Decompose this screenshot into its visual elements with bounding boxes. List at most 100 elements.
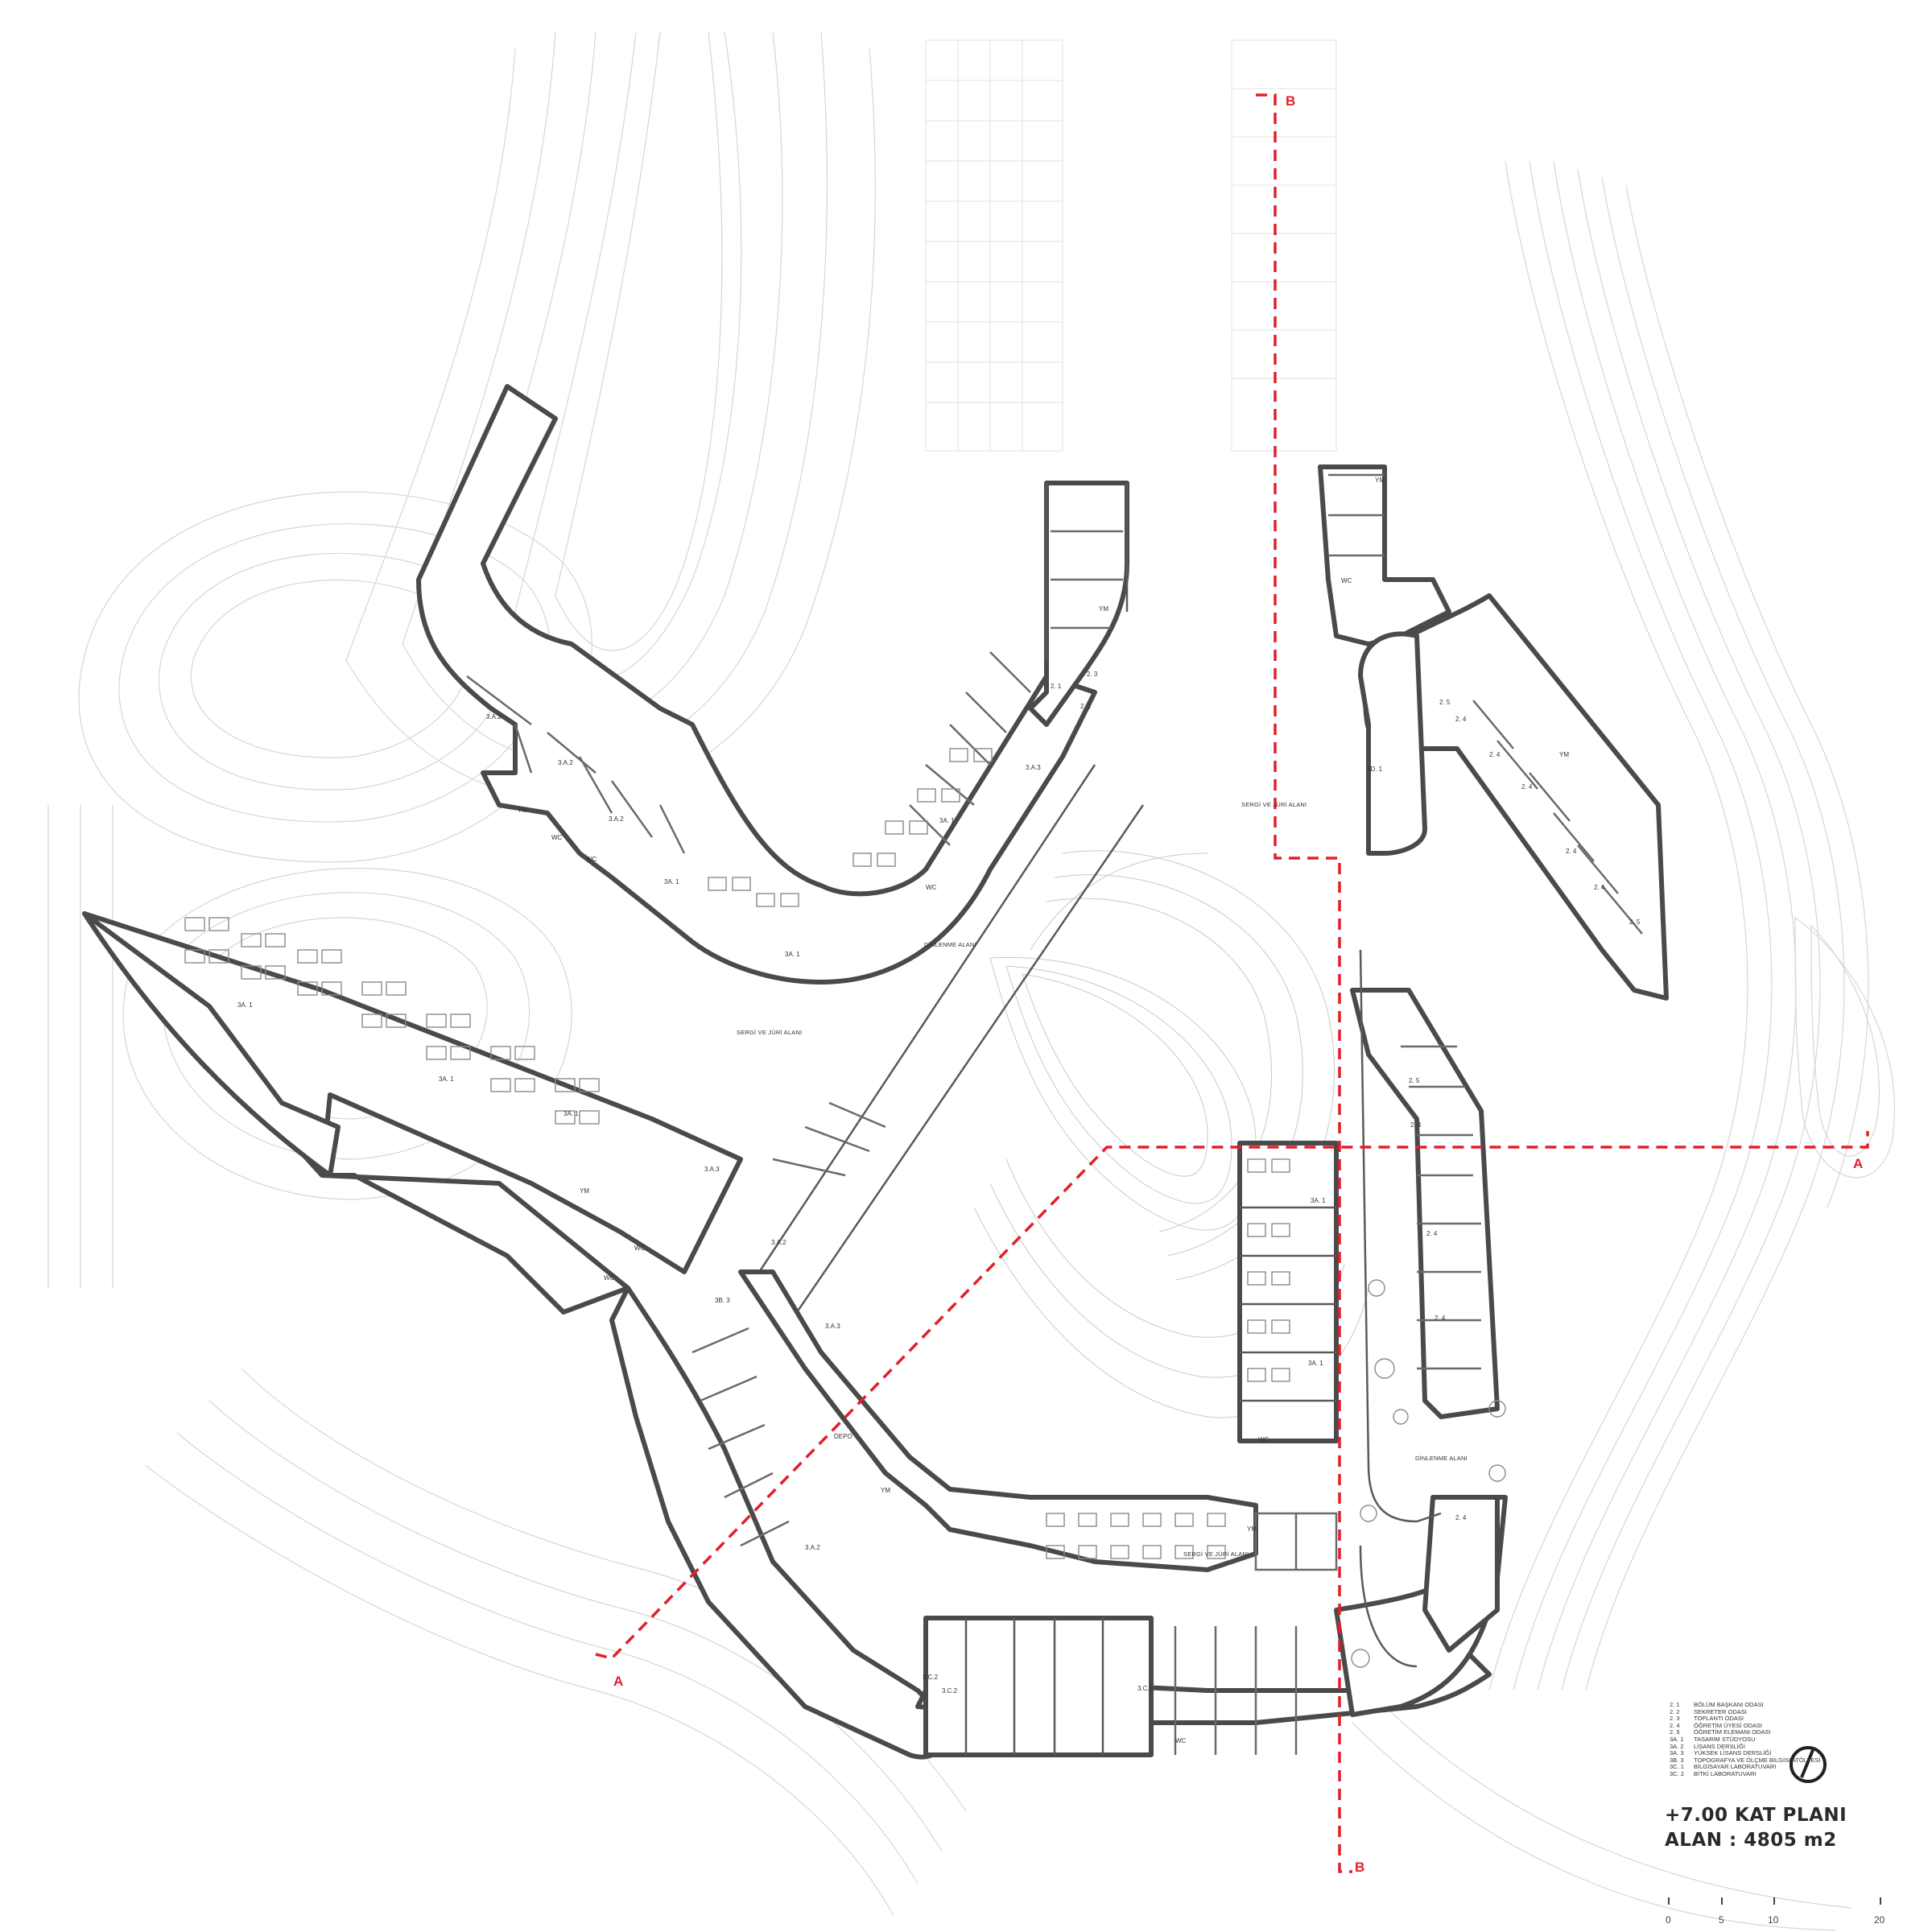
area-label: SERGİ VE JÜRİ ALANI [1183,1550,1249,1558]
room-label: 3.A.2 [609,815,624,823]
legend-row: 3B. 3 TOPOGRAFYA VE ÖLÇME BİLGİSİ ATÖLYES… [1670,1757,1863,1765]
legend-text: BÖLÜM BAŞKANI ODASI [1694,1701,1764,1708]
legend-text: TOPLANTI ODASI [1694,1715,1744,1723]
legend-code: 3C. 1 [1670,1763,1684,1771]
room-label: 2. 1 [1051,683,1062,690]
room-label: 2. 5 [1439,699,1451,706]
lift-label: YM [1099,605,1108,613]
scale-bar [1668,1897,1881,1905]
plan-title: +7.00 KAT PLANI ALAN : 4805 m2 [1665,1803,1847,1853]
north-arrow-icon [1790,1746,1827,1783]
room-label: 2. 5 [1409,1077,1420,1084]
room-label: 3A. 1 [1311,1197,1326,1204]
legend-text: BİLGİSAYAR LABORATUVARI [1694,1763,1777,1771]
terrain-contours [47,31,1896,1931]
legend-row: 2. 3 TOPLANTI ODASI [1670,1715,1863,1723]
legend-code: 3A. 1 [1670,1735,1684,1743]
room-label: 2. 4 [1594,884,1605,891]
room-label: 3.C.1 [1137,1685,1154,1692]
legend-row: 3C. 1 BİLGİSAYAR LABORATUVARI [1670,1764,1863,1771]
legend-code: 2. 2 [1670,1707,1680,1715]
room-label: 2. 4 [1566,848,1577,855]
legend-text: BİTKİ LABORATUVARI [1694,1769,1757,1777]
legend-code: 3C. 2 [1670,1769,1684,1777]
section-lines: B B A A [595,93,1869,1875]
legend: 2. 1 BÖLÜM BAŞKANI ODASI 2. 2 SEKRETER ODAS… [1670,1701,1863,1778]
wc-label: WC [1175,1737,1187,1744]
lift-label: YM [1559,751,1569,758]
room-label: 2. 4 [1489,751,1501,758]
section-a-left-label: A [613,1674,623,1689]
legend-code: 2. 3 [1670,1715,1680,1723]
room-label: 3A. 1 [939,817,955,824]
room-label: 3A. 1 [237,1001,253,1009]
wc-label: WC [551,834,563,841]
interior-partitions [466,473,1643,1755]
legend-text: LİSANS DERSLİĞİ [1694,1742,1745,1750]
room-label: 2. 4 [1455,716,1467,723]
legend-code: 2. 1 [1670,1701,1680,1708]
legend-code: 3B. 3 [1670,1756,1684,1764]
area-label: DİNLENME ALANI [924,941,976,948]
scale-label-5: 5 [1719,1914,1724,1926]
room-label: 3.A.3 [704,1166,720,1173]
section-b-bottom-label: B [1355,1860,1364,1875]
wc-label: WC [634,1245,646,1252]
room-label: 3.A.2 [771,1239,786,1246]
legend-code: 2. 5 [1670,1728,1680,1736]
legend-code: 3A. 3 [1670,1749,1684,1757]
room-label: 3D. 1 [1367,766,1383,773]
room-label: 3.A.2 [805,1544,820,1551]
section-a-line [595,1131,1869,1660]
wc-label: WC [926,884,937,891]
room-label: 3.A.2 [486,713,502,720]
legend-row: 2. 1 BÖLÜM BAŞKANI ODASI [1670,1701,1863,1709]
room-label: 2. 4 [1435,1315,1446,1322]
room-label: 2. 4 [1455,1514,1467,1521]
room-label: 3A. 1 [664,878,679,886]
legend-text: TOPOGRAFYA VE ÖLÇME BİLGİSİ ATÖLYESİ [1694,1756,1821,1764]
section-a-right-label: A [1853,1156,1863,1171]
building-walls [82,384,1669,1760]
section-b-top-label: B [1286,93,1295,109]
legend-row: 3A. 3 YÜKSEK LİSANS DERSLİĞİ [1670,1749,1863,1757]
room-label: 3.C.2 [923,1674,939,1681]
room-label: 3A. 1 [564,1110,579,1117]
legend-text: ÖĞRETİM ELEMANI ODASI [1694,1728,1771,1736]
room-label: 3A. 1 [1308,1360,1323,1367]
scale-label-0: 0 [1666,1914,1671,1926]
room-label: 2. 4 [1521,783,1533,791]
room-label: 3.A.3 [825,1323,840,1330]
legend-code: 2. 4 [1670,1721,1680,1729]
legend-text: ÖĞRETİM ÜYESİ ODASI [1694,1721,1763,1729]
plan-area-title: ALAN : 4805 m2 [1665,1830,1837,1851]
furniture-layout [184,748,1506,1668]
lift-label: YM [1247,1525,1257,1533]
room-label: 2. 3 [1087,671,1098,678]
room-label: 3B. 3 [715,1297,730,1304]
lift-label: YM [1375,477,1385,484]
area-labels: SERGİ VE JÜRİ ALANI SERGİ VE JÜRİ ALANI … [737,801,1468,1558]
lift-label: YM [881,1487,890,1494]
legend-row: 2. 2 SEKRETER ODASI [1670,1707,1863,1716]
section-b-line [1256,93,1352,1873]
room-labels: 2. 1 2. 2 2. 3 2. 4 2. 4 2. 4 2. 4 2. 4 … [237,477,1641,1744]
room-label: 3A. 1 [785,951,800,958]
room-label: 2. 4 [1426,1230,1438,1237]
wc-label: WC [586,856,597,863]
wc-label: WC [604,1274,615,1282]
legend-row: 2. 4 ÖĞRETİM ÜYESİ ODASI [1670,1721,1863,1730]
legend-text: SEKRETER ODASI [1694,1707,1747,1715]
room-label: 2. 5 [1629,919,1641,926]
legend-text: YÜKSEK LİSANS DERSLİĞİ [1694,1749,1772,1757]
area-label: DİNLENME ALANI [1415,1455,1468,1462]
scale-label-10: 10 [1768,1914,1779,1926]
area-label: SERGİ VE JÜRİ ALANI [737,1029,802,1036]
room-label: 3.A.2 [558,759,573,766]
scale-label-20: 20 [1874,1914,1885,1926]
room-label: DEPO [834,1433,852,1440]
legend-code: 3A. 2 [1670,1742,1684,1750]
legend-row: 3A. 2 LİSANS DERSLİĞİ [1670,1742,1863,1751]
